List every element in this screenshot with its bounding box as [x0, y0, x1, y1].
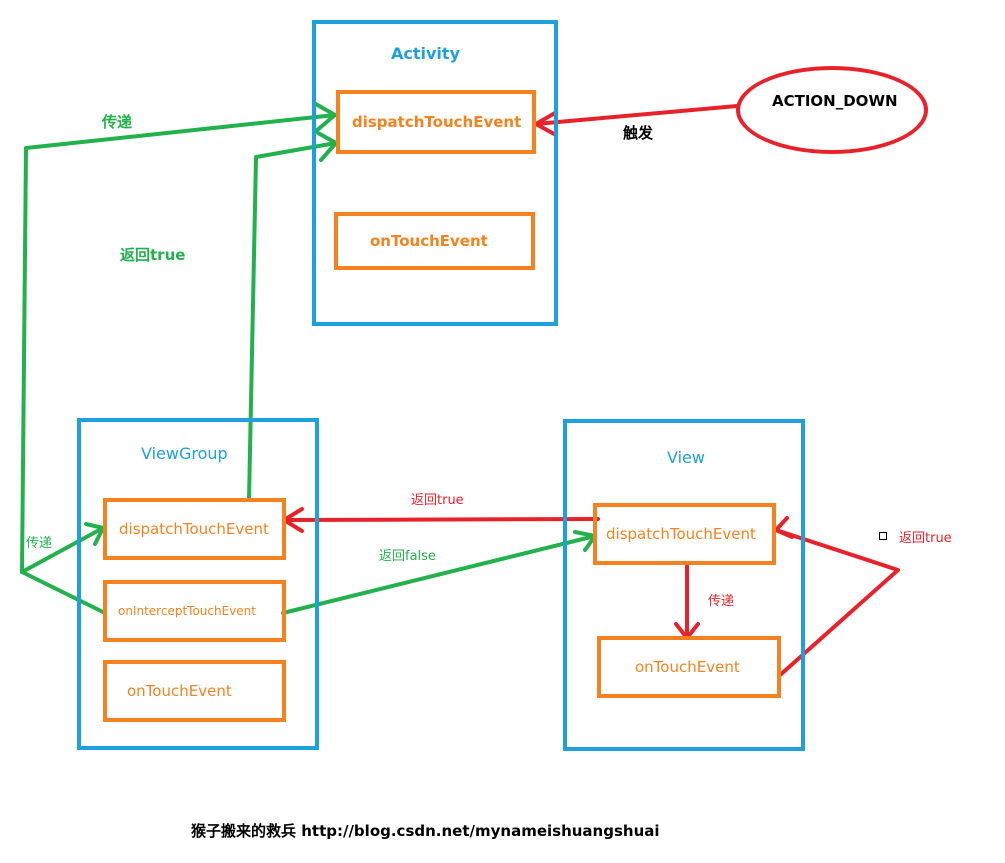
- red-trigger-line: [534, 104, 739, 126]
- green-pass-to-activity-arrowhead: [312, 101, 337, 133]
- return-true-right-label: 返回true: [899, 531, 952, 546]
- view-title: View: [667, 448, 705, 467]
- green-to-intercept-line: [20, 570, 107, 615]
- activity-dispatch-label: dispatchTouchEvent: [352, 113, 522, 131]
- red-return-true-line: [282, 517, 600, 522]
- return-true-left-label: 返回true: [120, 246, 186, 264]
- marker-square-icon: [879, 532, 887, 540]
- viewgroup-on-touch-event[interactable]: onTouchEvent: [103, 660, 286, 722]
- viewgroup-intercept-label: onInterceptTouchEvent: [118, 604, 256, 618]
- pass-left-label: 传递: [26, 536, 53, 551]
- red-trigger-arrowhead: [534, 111, 558, 137]
- activity-ontouch-label: onTouchEvent: [370, 232, 488, 250]
- return-true-mid-label: 返回true: [411, 493, 464, 508]
- green-return-false-line: [281, 534, 597, 615]
- action-down-oval[interactable]: ACTION_DOWN: [736, 66, 928, 154]
- view-dispatch-touch-event[interactable]: dispatchTouchEvent: [593, 503, 776, 565]
- viewgroup-dispatch-touch-event[interactable]: dispatchTouchEvent: [103, 498, 286, 560]
- viewgroup-container: [77, 418, 319, 750]
- pass-view-label: 传递: [708, 594, 735, 609]
- activity-container: [312, 20, 558, 326]
- green-return-true-line: [247, 141, 338, 502]
- pass-top-label: 传递: [102, 113, 133, 131]
- activity-title: Activity: [391, 44, 460, 63]
- green-pass-to-viewgroup-line: [20, 526, 105, 574]
- view-ontouch-label: onTouchEvent: [635, 658, 740, 676]
- red-return-loop-line: [774, 528, 900, 678]
- viewgroup-dispatch-label: dispatchTouchEvent: [119, 520, 269, 538]
- viewgroup-title: ViewGroup: [141, 444, 228, 463]
- activity-dispatch-touch-event[interactable]: dispatchTouchEvent: [336, 90, 536, 154]
- green-pass-to-activity-line: [20, 113, 337, 574]
- trigger-label: 触发: [623, 124, 654, 142]
- return-false-mid-label: 返回false: [379, 549, 436, 564]
- viewgroup-on-intercept-touch-event[interactable]: onInterceptTouchEvent: [103, 580, 286, 642]
- activity-on-touch-event[interactable]: onTouchEvent: [334, 212, 535, 270]
- view-on-touch-event[interactable]: onTouchEvent: [597, 636, 781, 698]
- footer-credit: 猴子搬来的救兵 http://blog.csdn.net/mynameishua…: [191, 822, 660, 840]
- action-down-label: ACTION_DOWN: [772, 92, 898, 110]
- red-return-loop-arrowhead: [774, 516, 794, 539]
- viewgroup-ontouch-label: onTouchEvent: [127, 682, 232, 700]
- view-dispatch-label: dispatchTouchEvent: [606, 525, 756, 543]
- view-container: [563, 419, 805, 751]
